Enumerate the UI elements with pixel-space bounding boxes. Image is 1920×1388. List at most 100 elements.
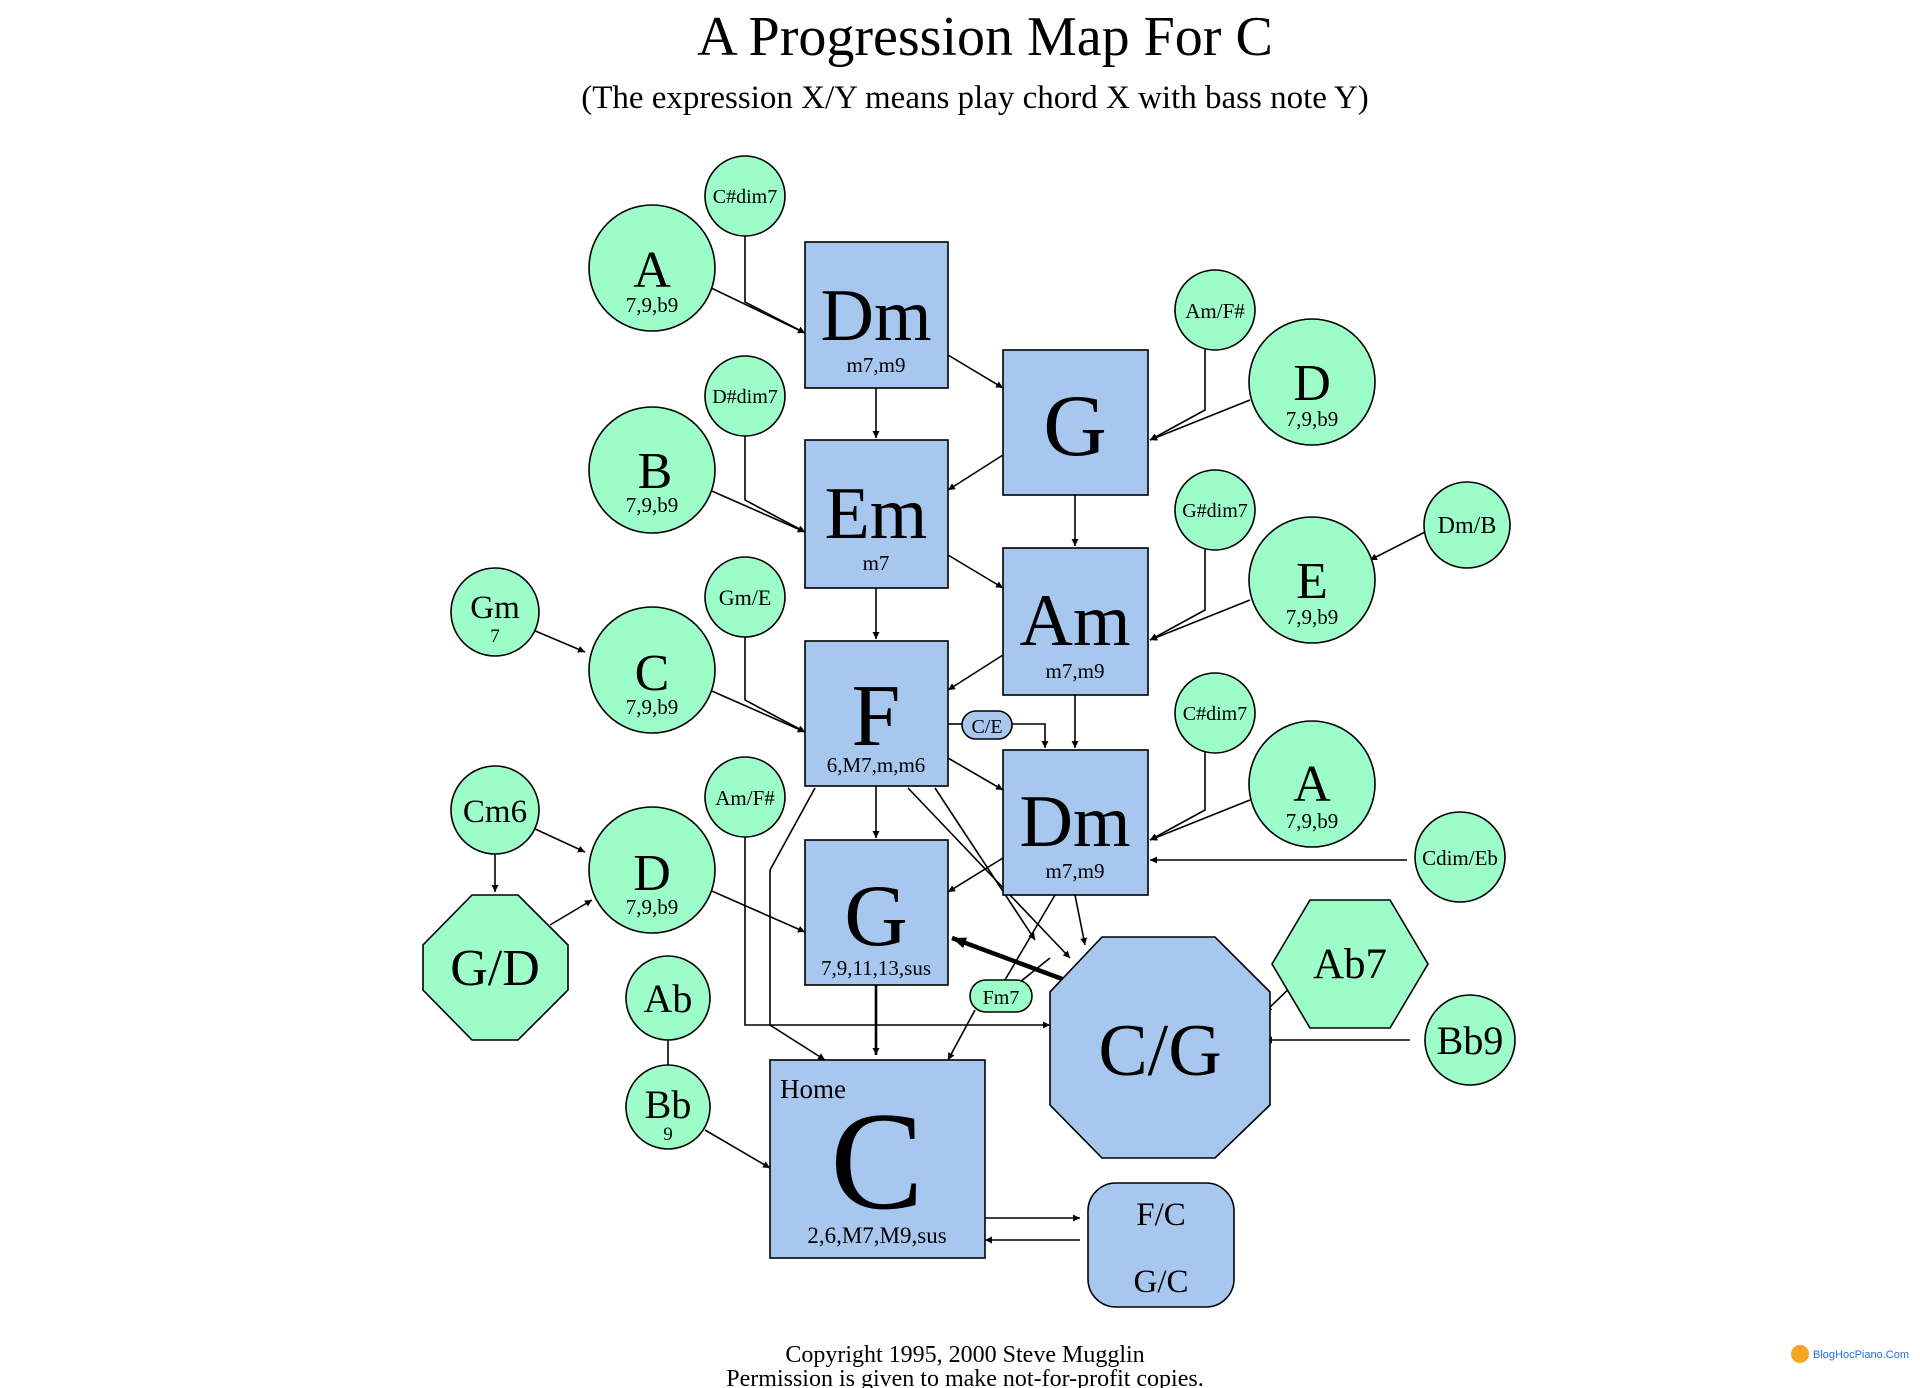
chord-variants: 2,6,M7,M9,sus <box>807 1223 946 1248</box>
chord-name: G/D <box>450 940 540 997</box>
arrow-f-cg-a <box>907 787 1071 959</box>
chord-name: A <box>633 242 671 299</box>
chord-node-e[interactable]: E 7,9,b9 <box>1248 516 1376 644</box>
arrow-em-am <box>947 554 1004 589</box>
chord-node-gd[interactable]: G/D <box>422 894 569 1041</box>
home-label: Home <box>780 1074 846 1104</box>
chord-name: D#dim7 <box>712 386 778 408</box>
chord-name: G#dim7 <box>1182 500 1248 522</box>
chord-name: C#dim7 <box>713 186 777 208</box>
chord-variants: 7,9,b9 <box>626 695 679 719</box>
chord-node-c-secondary[interactable]: C 7,9,b9 <box>588 606 716 734</box>
chord-name: Bb <box>645 1082 692 1127</box>
chord-node-a-right[interactable]: A 7,9,b9 <box>1248 720 1376 848</box>
chord-variants: 7,9,b9 <box>1286 809 1339 833</box>
chord-name: Gm <box>470 590 520 626</box>
chord-name: Ab7 <box>1313 941 1387 988</box>
arrow-bb-c <box>704 1129 771 1169</box>
arrow-dmb-e <box>1369 531 1426 561</box>
chord-name: C <box>830 1084 923 1239</box>
chord-variants: 7,9,11,13,sus <box>821 956 931 980</box>
permission-line: Permission is given to make not-for-prof… <box>726 1366 1203 1388</box>
chord-name: C#dim7 <box>1183 703 1247 725</box>
arrow-gtop-em <box>947 454 1004 491</box>
chord-variants: 7 <box>490 626 500 647</box>
arrow-am-f <box>947 654 1004 691</box>
chord-node-f[interactable]: F 6,M7,m,m6 <box>804 640 949 787</box>
arrow-d-gtop <box>1149 399 1251 441</box>
chord-variants: m7,m9 <box>847 353 906 377</box>
line-f-c <box>769 787 816 871</box>
chord-node-dsdim7[interactable]: D#dim7 <box>704 355 786 437</box>
arrow-amfs-gtop <box>1149 345 1206 441</box>
chord-variants: 7,9,b9 <box>626 493 679 517</box>
chord-node-d-left[interactable]: D 7,9,b9 <box>588 806 716 934</box>
chord-node-gm[interactable]: Gm 7 <box>450 567 540 657</box>
chord-node-fm7[interactable]: Fm7 <box>969 979 1033 1013</box>
chord-node-dm-b[interactable]: Dm/B <box>1423 481 1511 569</box>
page-title: A Progression Map For C <box>697 6 1273 68</box>
chord-node-csdim7-top[interactable]: C#dim7 <box>704 155 786 237</box>
chord-name: Dm <box>821 275 932 357</box>
chord-node-dm-top[interactable]: Dm m7,m9 <box>804 241 949 389</box>
chord-node-am-fs-right[interactable]: Am/F# <box>1174 269 1256 351</box>
arrow-amfs-cg <box>744 836 1050 1029</box>
chord-name: Cdim/Eb <box>1422 846 1498 870</box>
arrow-gd-d <box>549 899 593 926</box>
chord-name: E <box>1296 553 1328 610</box>
chord-name: Em <box>825 473 928 555</box>
chord-node-ab[interactable]: Ab <box>625 955 711 1041</box>
chord-name: C/E <box>971 716 1002 738</box>
chord-node-em[interactable]: Em m7 <box>804 439 949 589</box>
chord-variants: 7,9,b9 <box>1286 407 1339 431</box>
chord-name: C <box>635 645 670 702</box>
chord-name: Cm6 <box>463 794 527 830</box>
chord-node-a-top[interactable]: A 7,9,b9 <box>588 204 716 332</box>
arrow-gsdim-am <box>1149 545 1206 641</box>
chord-node-ab7[interactable]: Ab7 <box>1271 899 1429 1029</box>
chord-name-line2: G/C <box>1133 1264 1188 1300</box>
chord-node-am[interactable]: Am m7,m9 <box>1002 547 1149 696</box>
chord-node-bb9[interactable]: Bb9 <box>1424 994 1516 1086</box>
chord-node-fc-gc[interactable]: F/C G/C <box>1087 1182 1235 1308</box>
secondary-chords: A 7,9,b9 C#dim7 B 7,9,b9 D#dim7 C 7,9,b9… <box>422 155 1516 1150</box>
chord-variants: m7 <box>863 551 890 575</box>
arrow-gm-c <box>532 629 586 653</box>
arrow-csdim-dm <box>1149 745 1206 841</box>
chord-node-g-low[interactable]: G 7,9,11,13,sus <box>804 839 949 986</box>
chord-name: Gm/E <box>719 585 772 610</box>
chord-node-cg[interactable]: C/G <box>1049 936 1271 1159</box>
chord-node-ce[interactable]: C/E <box>961 710 1013 740</box>
watermark-logo: BlogHocPiano.Com <box>1791 1345 1909 1363</box>
chord-name: Dm <box>1020 781 1131 863</box>
chord-name: D <box>633 845 671 902</box>
main-chords: Dm m7,m9 G Em m7 Am m7,m9 F 6,M7,m,m6 Dm… <box>769 241 1271 1308</box>
chord-name: B <box>638 443 673 500</box>
chord-node-cdim-eb[interactable]: Cdim/Eb <box>1414 811 1506 903</box>
arrow-gme-f <box>744 633 806 733</box>
chord-node-dm-low[interactable]: Dm m7,m9 <box>1002 749 1149 896</box>
arrow-f-cg-b <box>934 787 1036 941</box>
chord-variants: m7,m9 <box>1046 859 1105 883</box>
chord-name: Am/F# <box>715 786 775 810</box>
chord-node-am-fs-left[interactable]: Am/F# <box>704 756 786 838</box>
chord-node-bb[interactable]: Bb 9 <box>625 1064 711 1150</box>
chord-node-b[interactable]: B 7,9,b9 <box>588 406 716 534</box>
arrow-f-dm <box>947 757 1004 791</box>
chord-node-cm6[interactable]: Cm6 <box>450 765 540 855</box>
arrow-ce-dm <box>1012 723 1049 748</box>
chord-node-gm-e[interactable]: Gm/E <box>704 556 786 638</box>
arrow-a-dm <box>704 284 806 334</box>
chord-node-d-right[interactable]: D 7,9,b9 <box>1248 318 1376 446</box>
arrow-a-dm-right <box>1149 799 1251 841</box>
chord-node-c-home[interactable]: Home C 2,6,M7,M9,sus <box>769 1059 986 1259</box>
chord-node-g-top[interactable]: G <box>1002 349 1149 496</box>
chord-node-gsdim7[interactable]: G#dim7 <box>1174 469 1256 551</box>
chord-variants: 6,M7,m,m6 <box>827 753 926 777</box>
arrow-dm-cg <box>1074 894 1088 946</box>
arrow-dm-gtop <box>947 354 1004 389</box>
chord-name: Am/F# <box>1185 299 1245 323</box>
chord-node-csdim7-right[interactable]: C#dim7 <box>1174 672 1256 754</box>
chord-variants: 7,9,b9 <box>626 293 679 317</box>
